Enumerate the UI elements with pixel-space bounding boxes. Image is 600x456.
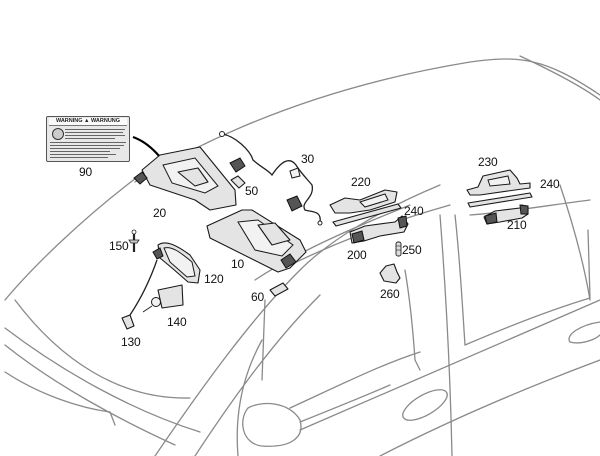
b-pillar-2 (439, 214, 453, 456)
roof-outline (134, 58, 600, 183)
rear-window-frame (464, 229, 591, 346)
callout-120: 120 (204, 272, 224, 286)
a-pillar-outer (194, 294, 321, 456)
warning-label: WARNING ▲ WARNUNG (46, 116, 130, 162)
callout-50: 50 (245, 184, 258, 198)
clip-50 (230, 175, 246, 189)
trim-strip-240-rear (467, 192, 533, 208)
callout-140: 140 (167, 315, 187, 329)
dash-line-3 (4, 371, 116, 426)
callout-260: 260 (380, 287, 400, 301)
sun-visor-left (133, 146, 237, 211)
airbag-warning-icon (52, 128, 64, 140)
callout-20: 20 (153, 206, 166, 220)
side-mirror (242, 402, 302, 447)
dash-line-1 (4, 327, 201, 433)
b-pillar-3 (454, 214, 466, 346)
interior-mirror (152, 242, 201, 284)
front-window-pillar (236, 299, 266, 456)
callout-230: 230 (478, 155, 498, 169)
front-door-belt (299, 299, 600, 431)
callout-210: 210 (507, 218, 527, 232)
sun-visor-right (206, 209, 307, 273)
callout-150: 150 (109, 239, 129, 253)
callout-10: 10 (231, 257, 244, 271)
callout-220: 220 (351, 175, 371, 189)
front-window-sill (289, 351, 421, 409)
trim-strip-240-front (332, 203, 402, 227)
grab-handle-200 (349, 215, 409, 244)
screw-150 (128, 229, 140, 252)
dash-line-2 (4, 344, 176, 446)
windshield-lower-arc (14, 299, 191, 399)
mirror-cable (129, 259, 158, 316)
wiring-harness (219, 131, 323, 226)
c-pillar (559, 184, 591, 301)
grab-handle-bracket-230 (466, 169, 531, 196)
grab-handle-bracket-220 (329, 189, 398, 214)
retaining-clip-260 (379, 263, 401, 284)
roof-rail-front (254, 204, 411, 281)
callout-90: 90 (79, 165, 92, 179)
callout-240-rear: 240 (540, 177, 560, 191)
bracket-60 (269, 282, 289, 297)
rear-door-handle (568, 321, 600, 344)
roof-rear-edge (519, 55, 600, 101)
warning-label-title: WARNING ▲ WARNUNG (49, 118, 127, 126)
rear-door-line (379, 359, 600, 456)
callout-60: 60 (251, 290, 264, 304)
connector-130 (121, 314, 135, 330)
rear-window-top (469, 199, 591, 216)
callout-250: 250 (402, 243, 422, 257)
windshield-top-arc (4, 174, 141, 301)
callout-240-front: 240 (404, 204, 424, 218)
callout-130: 130 (121, 335, 141, 349)
callout-30: 30 (301, 152, 314, 166)
screw-250 (395, 241, 402, 257)
b-pillar-1 (404, 269, 421, 371)
sensor-140 (142, 284, 184, 313)
side-mirror-arm (299, 384, 391, 423)
front-door-handle (402, 389, 448, 421)
grab-handle-210 (483, 204, 529, 225)
callout-200: 200 (347, 248, 367, 262)
warning-label-body (50, 127, 126, 159)
